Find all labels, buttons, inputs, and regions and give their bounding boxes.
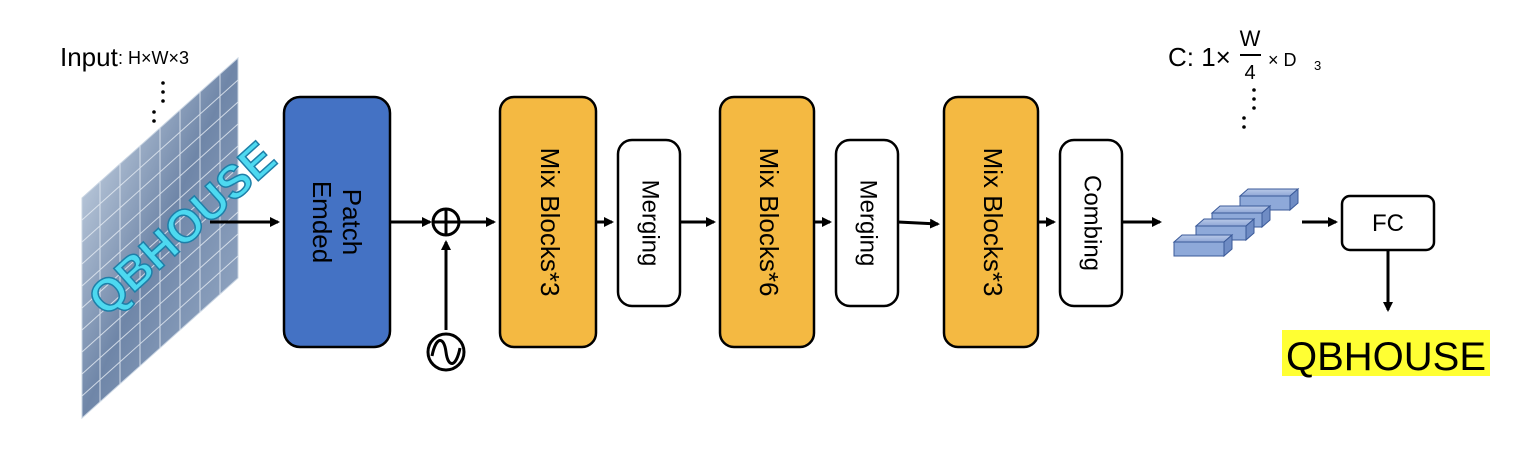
patch-embed-block: Patch Emded — [282, 95, 392, 349]
feature-tokens — [1172, 187, 1300, 258]
mix-blocks-2-label: Mix Blocks*6 — [754, 148, 784, 297]
input-image: QBHOUSE — [77, 56, 286, 420]
arrow-merge2-to-mix3 — [897, 218, 940, 229]
output-dims-prefix: C: 1× — [1168, 42, 1231, 72]
input-ellipsis — [152, 81, 165, 123]
combing-label: Combing — [1079, 175, 1106, 271]
result-text: QBHOUSE — [1286, 335, 1486, 379]
input-dims: : H×W×3 — [118, 48, 189, 68]
merging-1-label: Merging — [637, 180, 664, 267]
result-output: QBHOUSE — [1282, 330, 1490, 379]
input-label: Input — [60, 42, 119, 72]
merging-block-1: Merging — [616, 138, 682, 308]
output-ellipsis — [1242, 88, 1256, 129]
add-symbol-icon — [431, 207, 461, 237]
merging-2-label: Merging — [855, 180, 882, 267]
output-dims-subscript: 3 — [1314, 58, 1321, 73]
fc-label: FC — [1372, 210, 1404, 237]
combing-block: Combing — [1058, 138, 1124, 308]
patch-embed-line1: Patch — [337, 189, 367, 256]
output-dims-numerator: W — [1240, 26, 1261, 51]
sine-wave-icon — [426, 332, 466, 372]
output-dims: C: 1× W 4 × D 3 — [1168, 26, 1321, 129]
output-dims-suffix: × D — [1268, 50, 1297, 70]
fc-block: FC — [1340, 194, 1436, 252]
mix-blocks-3: Mix Blocks*3 — [942, 95, 1040, 349]
mix-blocks-3-label: Mix Blocks*3 — [978, 148, 1008, 297]
mix-blocks-1: Mix Blocks*3 — [498, 95, 598, 349]
merging-block-2: Merging — [834, 138, 900, 308]
mix-blocks-2: Mix Blocks*6 — [718, 95, 816, 349]
mix-blocks-1-label: Mix Blocks*3 — [535, 148, 565, 297]
output-dims-denominator: 4 — [1244, 62, 1255, 84]
patch-embed-line2: Emded — [307, 181, 337, 263]
